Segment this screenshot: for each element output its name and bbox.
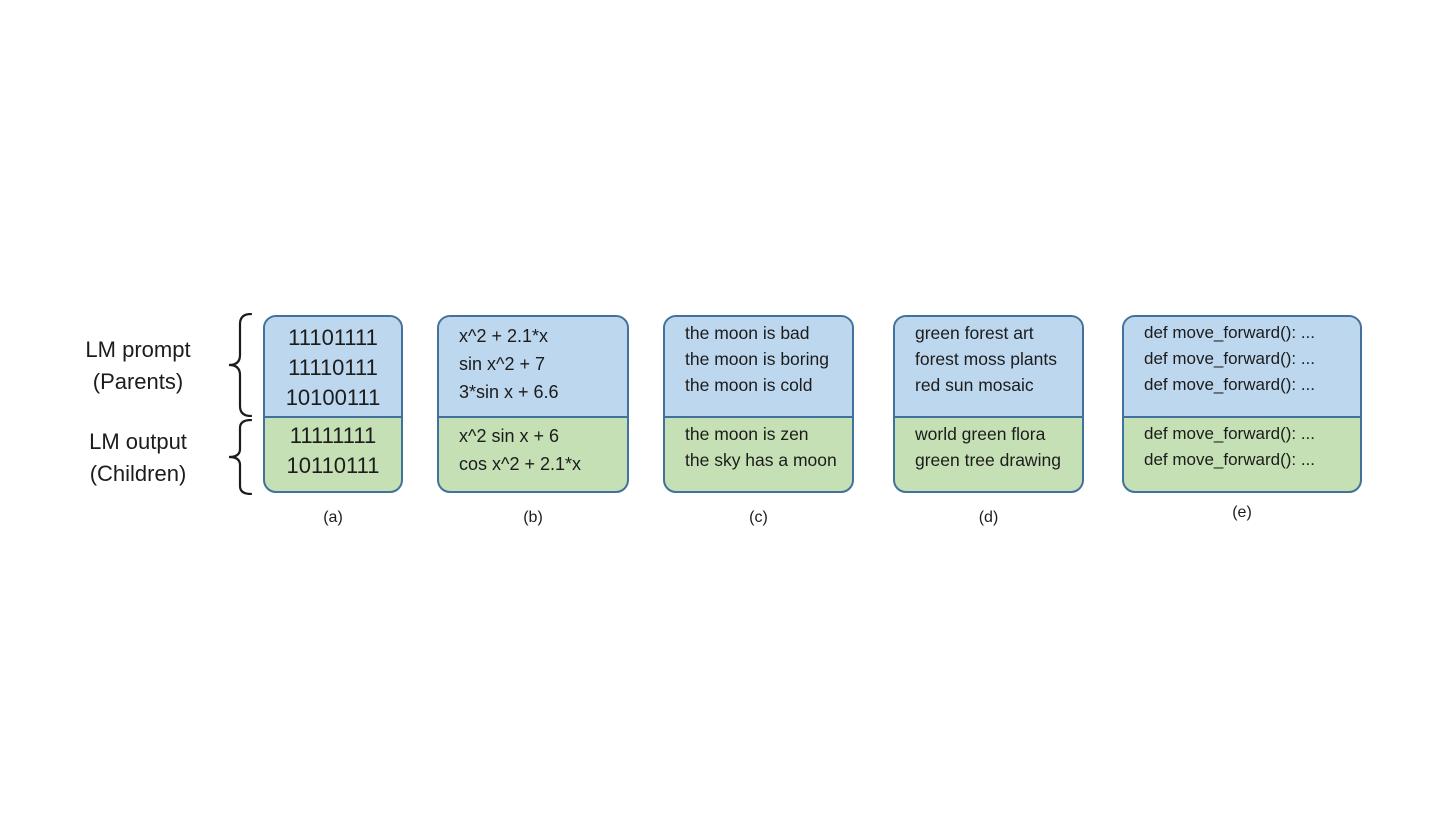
panel-e-parents: def move_forward(): ... def move_forward… <box>1124 317 1360 418</box>
panel-c-children: the moon is zen the sky has a moon <box>665 418 852 473</box>
panel-c: the moon is bad the moon is boring the m… <box>663 315 854 493</box>
parent-line: the moon is boring <box>685 349 829 369</box>
parent-line: forest moss plants <box>915 349 1057 369</box>
child-line: x^2 sin x + 6 <box>459 426 559 446</box>
parent-line: def move_forward(): ... <box>1144 375 1316 394</box>
label-lm-output-line2: (Children) <box>89 461 187 486</box>
panel-d: green forest art forest moss plants red … <box>893 315 1084 493</box>
parent-line: the moon is bad <box>685 323 810 343</box>
parent-line: 3*sin x + 6.6 <box>459 382 559 402</box>
brace-children-icon <box>228 419 253 495</box>
caption-a: (a) <box>323 509 343 526</box>
child-line: the moon is zen <box>685 424 809 444</box>
caption-e: (e) <box>1232 504 1252 521</box>
label-lm-output-line1: LM output <box>89 429 187 454</box>
panel-d-parents: green forest art forest moss plants red … <box>895 317 1082 418</box>
panel-e-children: def move_forward(): ... def move_forward… <box>1124 418 1360 473</box>
parent-line: x^2 + 2.1*x <box>459 326 548 346</box>
child-line: def move_forward(): ... <box>1144 424 1316 443</box>
panel-b-parents: x^2 + 2.1*x sin x^2 + 7 3*sin x + 6.6 <box>439 317 627 418</box>
parent-line: def move_forward(): ... <box>1144 323 1316 342</box>
caption-b: (b) <box>523 509 543 526</box>
panel-b: x^2 + 2.1*x sin x^2 + 7 3*sin x + 6.6 x^… <box>437 315 629 493</box>
panel-d-children: world green flora green tree drawing <box>895 418 1082 473</box>
label-lm-output: LM output (Children) <box>40 426 236 490</box>
panel-a-parents: 11101111 11110111 10100111 <box>265 317 401 418</box>
brace-parents-icon <box>228 313 253 417</box>
child-line: world green flora <box>915 424 1046 444</box>
caption-d: (d) <box>978 509 999 526</box>
parent-line: 10100111 <box>285 385 381 410</box>
parent-line: red sun mosaic <box>915 375 1034 395</box>
panel-c-parents: the moon is bad the moon is boring the m… <box>665 317 852 418</box>
child-line: 11111111 <box>289 423 377 448</box>
panel-e: def move_forward(): ... def move_forward… <box>1122 315 1362 493</box>
child-line: def move_forward(): ... <box>1144 450 1316 469</box>
panel-b-children: x^2 sin x + 6 cos x^2 + 2.1*x <box>439 418 627 478</box>
parent-line: sin x^2 + 7 <box>459 354 545 374</box>
caption-c: (c) <box>749 509 768 526</box>
panel-a: 11101111 11110111 10100111 11111111 1011… <box>263 315 403 493</box>
parent-line: 11101111 <box>288 325 378 350</box>
label-lm-prompt-line1: LM prompt <box>85 337 191 362</box>
child-line: cos x^2 + 2.1*x <box>459 454 582 474</box>
child-line: the sky has a moon <box>685 450 837 470</box>
child-line: 10110111 <box>286 453 380 478</box>
parent-line: def move_forward(): ... <box>1144 349 1316 368</box>
parent-line: 11110111 <box>288 355 378 380</box>
parent-line: the moon is cold <box>685 375 813 395</box>
panel-a-children: 11111111 10110111 <box>265 418 401 481</box>
parent-line: green forest art <box>915 323 1034 343</box>
label-lm-prompt-line2: (Parents) <box>92 369 184 394</box>
child-line: green tree drawing <box>915 450 1061 470</box>
label-lm-prompt: LM prompt (Parents) <box>40 334 236 398</box>
